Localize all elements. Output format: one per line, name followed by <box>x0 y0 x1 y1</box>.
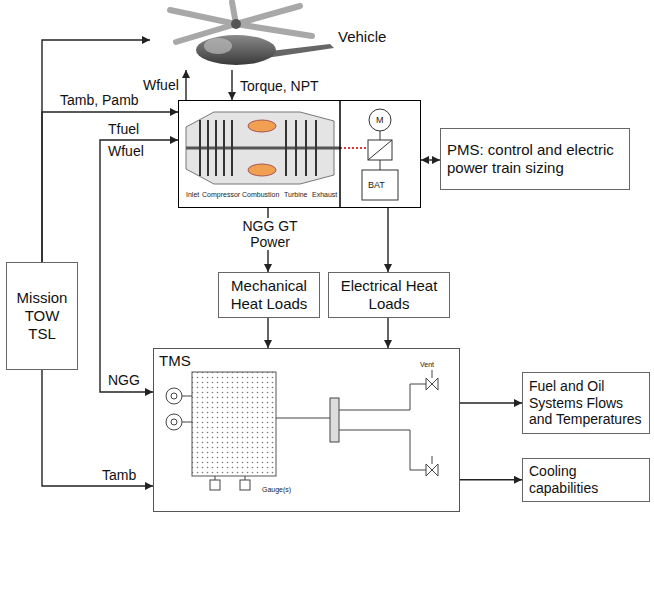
tms-box: TMS <box>153 348 460 512</box>
part-label: Exhaust <box>312 191 337 198</box>
node-text: Electrical Heat Loads <box>335 277 443 313</box>
vehicle-node: Vehicle <box>150 0 390 70</box>
electric-drivetrain-drawing <box>340 100 398 208</box>
node-text: Fuel and Oil Systems Flows and Temperatu… <box>529 378 643 428</box>
connector-arrow <box>460 402 522 403</box>
tms-drawing <box>166 370 438 490</box>
part-label: Inlet <box>186 191 199 198</box>
node-text: Vehicle <box>338 28 386 46</box>
part-label: Gauge(s) <box>262 486 291 493</box>
node-text: TMS <box>159 352 191 370</box>
connector-arrow <box>42 370 153 486</box>
part-label: Compressor <box>202 191 240 198</box>
signal-label: Wfuel <box>141 77 181 93</box>
part-label: Combustion <box>242 191 279 198</box>
mission-box: Mission TOW TSL <box>6 262 78 370</box>
connector-arrow <box>42 112 178 262</box>
connector-arrow <box>460 479 522 480</box>
part-label: BAT <box>368 181 385 190</box>
output-box: Fuel and Oil Systems Flows and Temperatu… <box>522 372 650 434</box>
signal-label: Torque, NPT <box>238 78 321 94</box>
signal-label: Tfuel <box>106 121 141 137</box>
connector-arrow <box>387 208 388 272</box>
signal-label: NGG <box>106 372 142 388</box>
heat-load-box: Electrical Heat Loads <box>328 272 450 318</box>
helicopter-drawing <box>170 2 334 65</box>
part-label: Vent <box>420 361 434 368</box>
node-text: Cooling capabilities <box>529 463 643 497</box>
heat-load-box: Mechanical Heat Loads <box>218 272 320 318</box>
connector-arrow <box>267 318 268 348</box>
output-box: Cooling capabilities <box>522 458 650 502</box>
connector-arrow <box>387 318 388 348</box>
signal-label: Tamb <box>100 467 138 483</box>
signal-label: Wfuel <box>106 143 146 159</box>
node-text: Mechanical Heat Loads <box>225 277 313 313</box>
node-text: Mission TOW TSL <box>13 289 71 343</box>
connector-arrow <box>42 40 150 262</box>
signal-label: Tamb, Pamb <box>58 92 141 108</box>
connector-arrow <box>421 159 440 160</box>
pms-box: PMS: control and electric power train si… <box>440 128 630 190</box>
connector-arrow <box>231 70 232 100</box>
node-text: PMS: control and electric power train si… <box>447 141 623 177</box>
connector-arrow <box>185 70 186 100</box>
part-label: M <box>376 116 384 125</box>
signal-label: NGG GT Power <box>228 218 312 250</box>
part-label: Turbine <box>284 191 307 198</box>
